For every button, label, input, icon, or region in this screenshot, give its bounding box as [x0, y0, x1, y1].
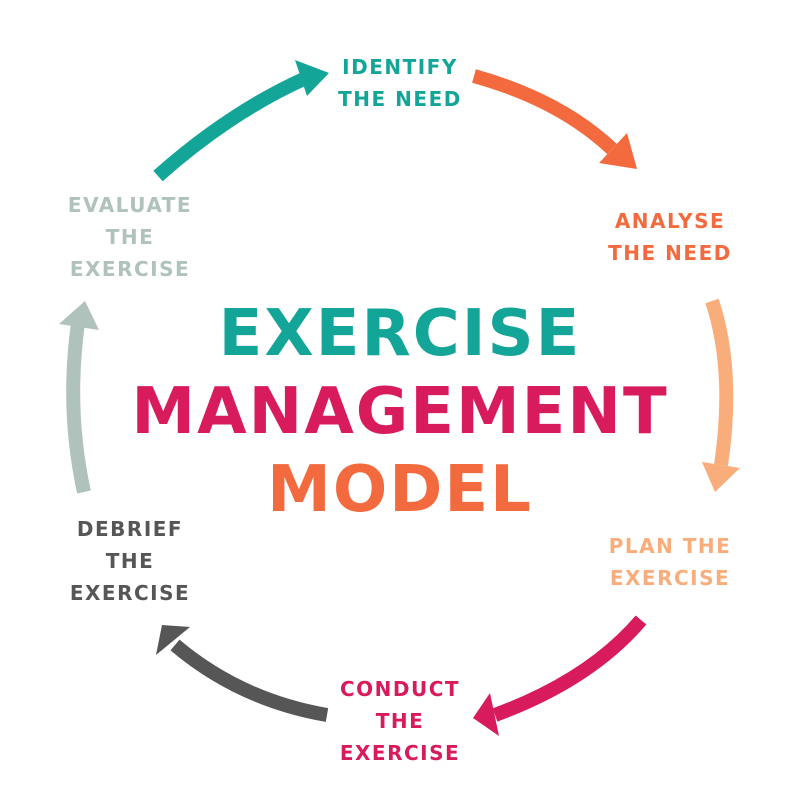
stage-label-line: THE NEED — [608, 241, 732, 265]
title-line-management: MANAGEMENT — [131, 375, 669, 449]
stage-label-line: THE NEED — [338, 87, 462, 111]
arrow-shaft — [705, 298, 734, 467]
stage-label-identify-the-need: IDENTIFY THE NEED — [300, 51, 500, 115]
arrow-head-icon — [295, 60, 329, 96]
stage-label-line: THE — [105, 225, 155, 249]
arrow-shaft — [472, 69, 617, 155]
stage-label-line: ANALYSE — [614, 209, 726, 233]
stage-label-line: EXERCISE — [609, 566, 731, 590]
arrow-head-icon — [702, 462, 740, 492]
stage-label-line: EXERCISE — [69, 257, 191, 281]
stage-label-line: IDENTIFY — [342, 55, 458, 79]
stage-label-debrief-the-exercise: DEBRIEF THE EXERCISE — [30, 513, 230, 609]
arrow-shaft — [66, 322, 91, 494]
arrow-evaluate-to-identify — [153, 60, 329, 182]
cycle-arrows — [59, 60, 740, 736]
stage-label-line: THE — [375, 709, 425, 733]
stage-label-line: THE — [105, 549, 155, 573]
stage-label-line: DEBRIEF — [76, 517, 184, 541]
stage-label-analyse-the-need: ANALYSE THE NEED — [570, 205, 770, 269]
stage-label-line: EXERCISE — [69, 581, 191, 605]
arrow-debrief-to-evaluate — [59, 301, 99, 494]
arrow-shaft — [170, 639, 329, 722]
stage-label-line: EVALUATE — [67, 193, 193, 217]
stage-label-plan-the-exercise: PLAN THE EXERCISE — [570, 530, 770, 594]
stage-label-evaluate-the-exercise: EVALUATE THE EXERCISE — [30, 189, 230, 285]
arrow-head-icon — [156, 625, 190, 655]
arrow-head-icon — [599, 133, 637, 169]
arrow-plan-to-conduct — [473, 615, 647, 736]
stage-label-conduct-the-exercise: CONDUCT THE EXERCISE — [300, 673, 500, 769]
title-line-model: MODEL — [267, 453, 533, 527]
stage-label-line: CONDUCT — [339, 677, 461, 701]
arrow-conduct-to-debrief — [156, 625, 329, 722]
arrow-head-icon — [59, 301, 99, 330]
arrow-identify-to-analyse — [472, 69, 637, 169]
arrow-analyse-to-plan — [702, 298, 740, 492]
stage-label-line: PLAN THE — [608, 534, 732, 558]
stage-label-line: EXERCISE — [339, 741, 461, 765]
title-line-exercise: EXERCISE — [218, 297, 582, 371]
arrow-shaft — [492, 615, 647, 722]
arrow-head-icon — [473, 693, 499, 736]
arrow-shaft — [153, 71, 309, 182]
